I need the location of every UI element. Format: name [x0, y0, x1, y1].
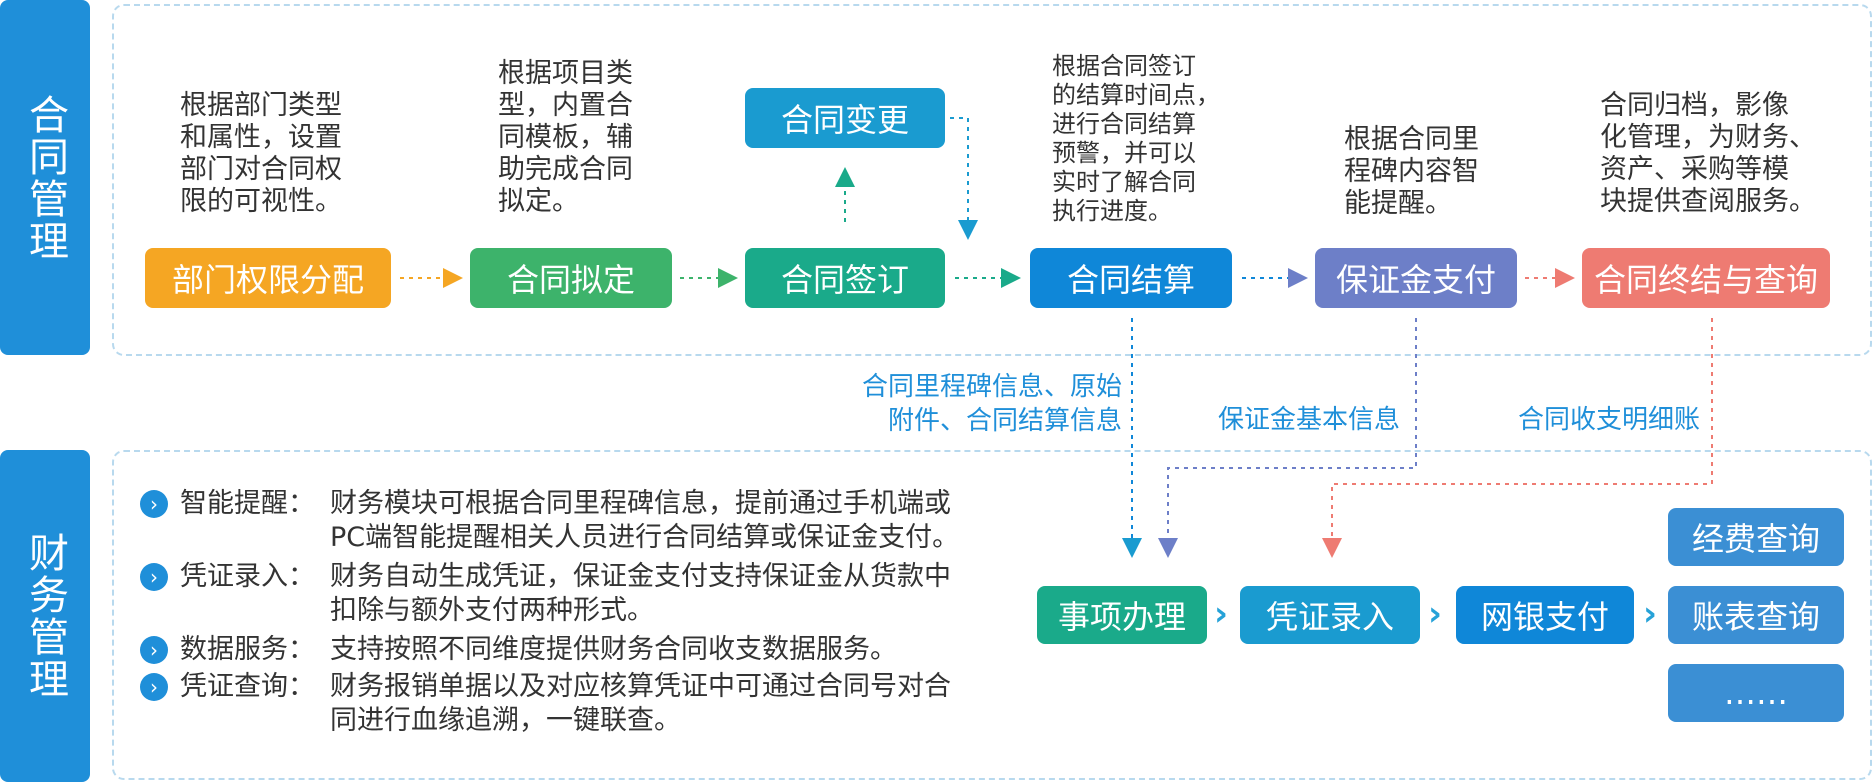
contract-panel [112, 4, 1872, 356]
step-contract-draft: 合同拟定 [470, 248, 672, 308]
finance-bullet-reminder: › 智能提醒： 财务模块可根据合同里程碑信息，提前通过手机端或 PC端智能提醒相… [140, 487, 1020, 555]
chevron-right-circle-icon: › [140, 673, 168, 701]
finance-step-matter-handling: 事项办理 [1037, 586, 1207, 644]
connector-label-deposit: 保证金基本信息 [1217, 405, 1400, 435]
section-label-contract: 合同管理 [0, 0, 90, 355]
chevron-right-icon: › [1428, 594, 1443, 634]
chevron-right-icon: › [1643, 594, 1658, 634]
step-contract-settlement: 合同结算 [1030, 248, 1232, 308]
bullet-text: 财务报销单据以及对应核算凭证中可通过合同号对合 同进行血缘追溯，一键联查。 [330, 671, 951, 736]
bullet-term: 数据服务： [180, 634, 315, 665]
step-desc-contract-closure: 合同归档，影像 化管理，为财务、 资产、采购等模 块提供查阅服务。 [1600, 90, 1816, 217]
bullet-text: 支持按照不同维度提供财务合同收支数据服务。 [330, 634, 897, 665]
bullet-text: 财务自动生成凭证，保证金支付支持保证金从货款中 扣除与额外支付两种形式。 [330, 561, 951, 626]
bullet-text: 财务模块可根据合同里程碑信息，提前通过手机端或 PC端智能提醒相关人员进行合同结… [330, 488, 960, 553]
step-dept-permission: 部门权限分配 [145, 248, 391, 308]
arrow-change-to-settle [950, 117, 978, 240]
step-contract-sign: 合同签订 [745, 248, 945, 308]
step-deposit-payment: 保证金支付 [1315, 248, 1517, 308]
finance-step-online-payment: 网银支付 [1456, 586, 1634, 644]
finance-bullet-data-service: › 数据服务： 支持按照不同维度提供财务合同收支数据服务。 [140, 633, 1020, 667]
section-label-finance: 财务管理 [0, 450, 90, 782]
bullet-term: 智能提醒： [180, 488, 315, 519]
arrow-deposit-to-matter [1158, 318, 1417, 558]
chevron-right-icon: › [1214, 594, 1229, 634]
finance-query-funds: 经费查询 [1668, 508, 1844, 566]
step-contract-change: 合同变更 [745, 88, 945, 148]
step-desc-deposit-payment: 根据合同里 程碑内容智 能提醒。 [1344, 124, 1479, 219]
finance-bullet-voucher-query: › 凭证查询： 财务报销单据以及对应核算凭证中可通过合同号对合 同进行血缘追溯，… [140, 670, 1020, 738]
chevron-right-circle-icon: › [140, 490, 168, 518]
bullet-term: 凭证查询： [180, 671, 315, 702]
chevron-right-circle-icon: › [140, 636, 168, 664]
finance-bullet-voucher-entry: › 凭证录入： 财务自动生成凭证，保证金支付支持保证金从货款中 扣除与额外支付两… [140, 560, 1020, 628]
step-desc-dept-permission: 根据部门类型 和属性，设置 部门对合同权 限的可视性。 [180, 90, 342, 217]
finance-panel [112, 450, 1872, 780]
step-desc-contract-draft: 根据项目类 型，内置合 同模板，辅 助完成合同 拟定。 [498, 58, 633, 217]
step-contract-closure: 合同终结与查询 [1582, 248, 1830, 308]
finance-step-voucher-entry: 凭证录入 [1240, 586, 1420, 644]
finance-query-ledger: 账表查询 [1668, 586, 1844, 644]
chevron-right-circle-icon: › [140, 563, 168, 591]
finance-query-more: …… [1668, 664, 1844, 722]
arrow-closure-to-voucher [1322, 318, 1713, 558]
bullet-term: 凭证录入： [180, 561, 315, 592]
connector-label-ledger: 合同收支明细账 [1517, 405, 1700, 435]
connector-label-milestone: 合同里程碑信息、原始 附件、合同结算信息 [861, 372, 1122, 436]
step-desc-contract-settlement: 根据合同签订 的结算时间点， 进行合同结算 预警，并可以 实时了解合同 执行进度… [1052, 52, 1220, 225]
